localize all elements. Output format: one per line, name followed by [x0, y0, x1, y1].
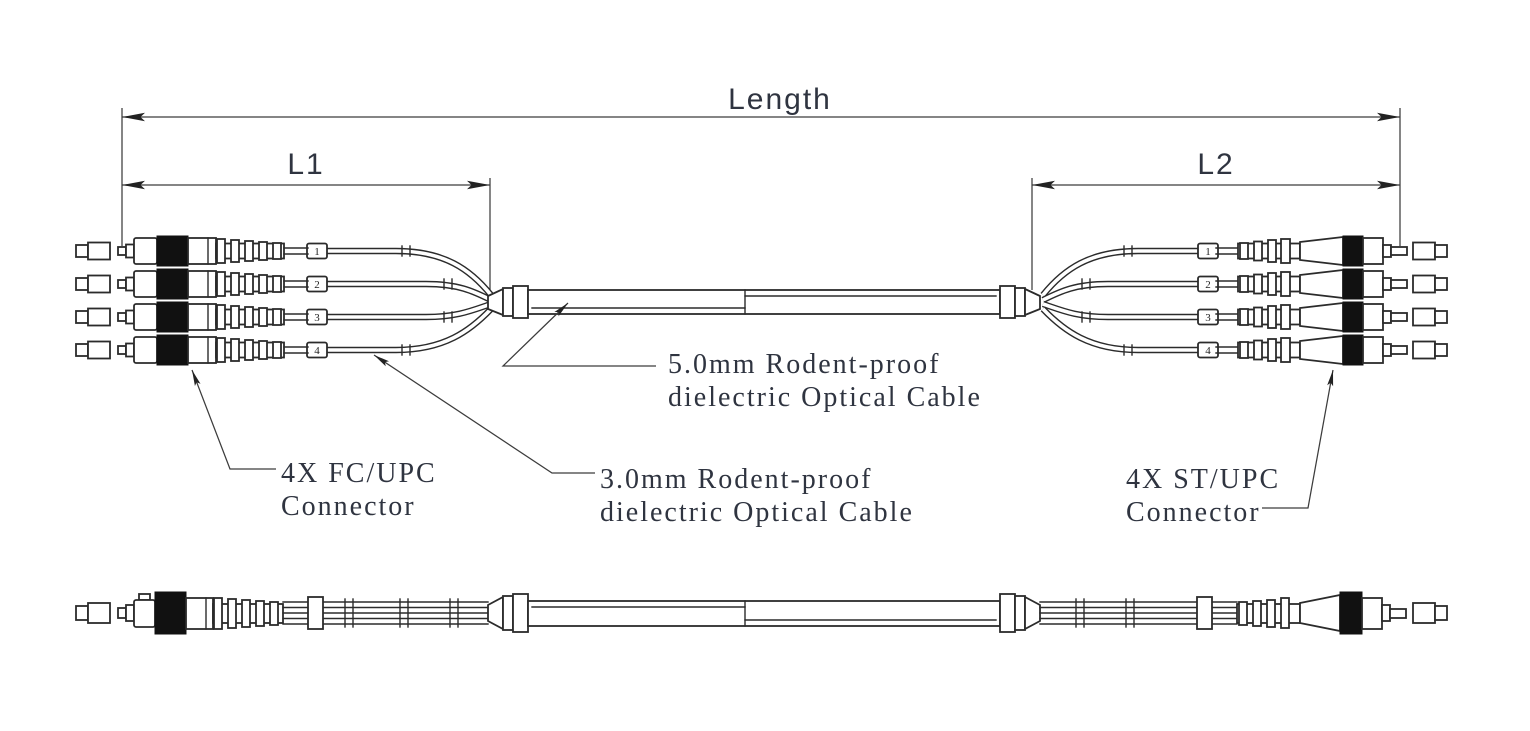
- breakout-junction-left-side: [487, 593, 529, 633]
- dimension-l1: L1: [122, 148, 491, 290]
- fiber-tag: 2: [306, 275, 328, 293]
- fiber-tag: 1: [1197, 242, 1219, 260]
- breakout-junction-right: [999, 285, 1041, 319]
- st-connector-callout: 4X ST/UPC Connector: [1126, 369, 1336, 528]
- breakout-junction-right-side: [999, 593, 1041, 633]
- st-connector-label-line2: Connector: [1126, 497, 1261, 528]
- assembled-cable-side-view: [75, 591, 1448, 635]
- fiber-tag-label: 4: [1205, 345, 1211, 357]
- breakout-cable-label-line2: dielectric Optical Cable: [600, 497, 914, 528]
- fc-connector-side: [75, 591, 284, 635]
- fiber-tag-label: 1: [1205, 246, 1211, 258]
- trunk-cable-callout: 5.0mm Rodent-proof dielectric Optical Ca…: [501, 300, 982, 413]
- fiber-tag-label: 2: [1205, 279, 1211, 291]
- sleeve-marks: [401, 245, 453, 356]
- dimension-l2: L2: [1031, 148, 1400, 290]
- strain-relief-boot: [212, 597, 284, 630]
- dust-cap: [75, 602, 111, 624]
- bundle-collar: [307, 596, 324, 630]
- fiber-tag: 1: [306, 242, 328, 260]
- fanout-right: [1040, 245, 1198, 356]
- fc-connector-label-line2: Connector: [281, 491, 416, 522]
- ferrule: [117, 604, 135, 622]
- sleeve-marks: [1081, 245, 1133, 356]
- breakout-cable-label-line1: 3.0mm Rodent-proof: [600, 464, 872, 495]
- fiber-tag: 3: [306, 308, 328, 326]
- dimension-length: Length: [121, 83, 1401, 246]
- fiber-tag: 2: [1197, 275, 1219, 293]
- bayonet-ring: [1339, 591, 1363, 635]
- coupling-nut: [154, 591, 187, 635]
- fc-connector-label-line1: 4X FC/UPC: [281, 458, 437, 489]
- fiber-bundle-right: [1039, 596, 1238, 630]
- fiber-tag-label: 1: [314, 246, 320, 258]
- connector-head: [1361, 597, 1383, 630]
- l1-label: L1: [287, 148, 324, 181]
- ferrule: [1381, 604, 1407, 622]
- strain-relief-boot: [1236, 597, 1301, 629]
- trunk-cable-label-line2: dielectric Optical Cable: [668, 382, 982, 413]
- trunk-cable: [527, 289, 1001, 315]
- fiber-tag: 3: [1197, 308, 1219, 326]
- fiber-tag-label: 4: [314, 345, 320, 357]
- fiber-tag-label: 2: [314, 279, 320, 291]
- fanout-left: [327, 245, 494, 356]
- fiber-tag-label: 3: [1205, 312, 1211, 324]
- st-connector-side: [1236, 591, 1448, 635]
- length-label: Length: [728, 83, 832, 116]
- st-connector-label-line1: 4X ST/UPC: [1126, 464, 1280, 495]
- dust-cap: [1412, 602, 1448, 624]
- connector-barrel: [185, 597, 214, 630]
- fiber-tag: 4: [1197, 341, 1219, 359]
- bundle-collar: [1196, 596, 1213, 630]
- fiber-tag-label: 3: [314, 312, 320, 324]
- breakout-cable-callout: 3.0mm Rodent-proof dielectric Optical Ca…: [372, 352, 914, 528]
- fiber-tags-right: 1 2 3 4: [1197, 242, 1219, 359]
- trunk-cable-side: [527, 600, 1001, 627]
- fiber-bundle-left: [282, 596, 489, 630]
- fiber-tag: 4: [306, 341, 328, 359]
- fc-connector-callout: 4X FC/UPC Connector: [189, 368, 437, 522]
- fiber-tags-left: 1 2 3 4: [306, 242, 328, 359]
- l2-label: L2: [1197, 148, 1234, 181]
- connector-body: [133, 599, 156, 628]
- trunk-cable-label-line1: 5.0mm Rodent-proof: [668, 349, 940, 380]
